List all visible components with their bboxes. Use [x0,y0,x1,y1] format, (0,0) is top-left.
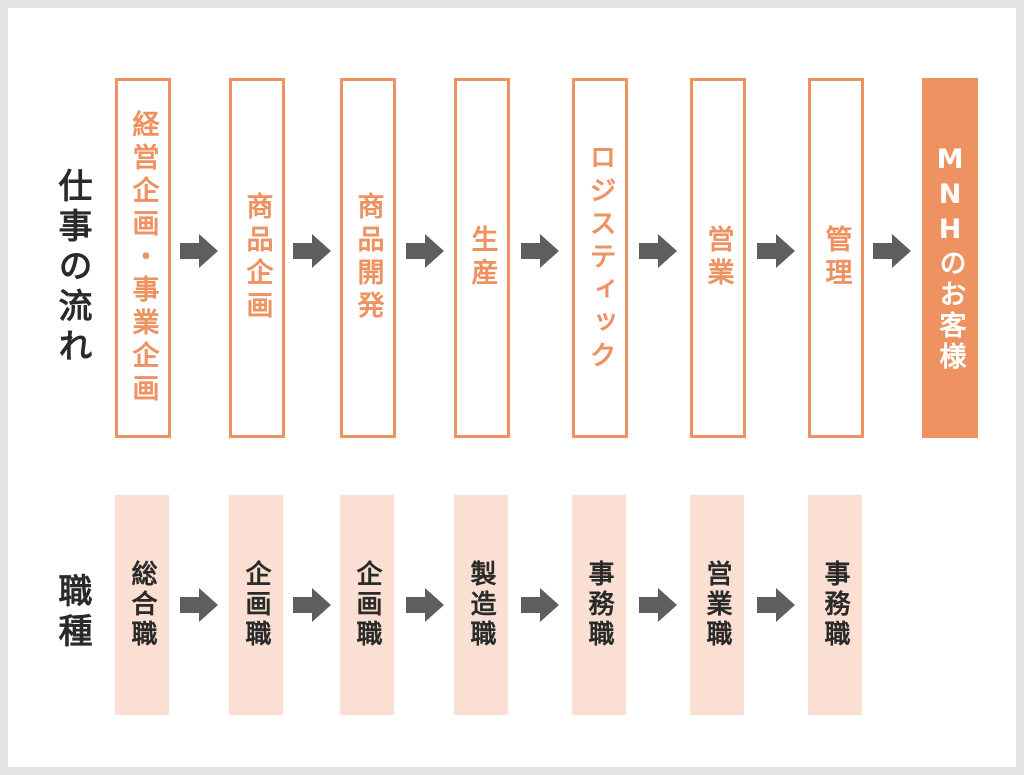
job-label: 事務職 [820,560,850,650]
flow-step-production: 生産 [454,78,510,438]
arrow-right-icon [757,588,795,622]
flow-step-label: 生産 [466,225,498,291]
flow-step-product-planning: 商品企画 [229,78,285,438]
flow-step-label: 経営企画・事業企画 [127,109,159,407]
arrow-right-icon [406,234,444,268]
job-label: 製造職 [466,560,496,650]
flow-step-customers: MNHのお客様 [922,78,978,438]
job-label: 企画職 [352,560,382,650]
job-label: 総合職 [127,560,157,650]
flow-row-label: 仕事の流れ [52,168,92,368]
flow-step-sales: 営業 [690,78,746,438]
flow-step-label: MNHのお客様 [934,143,966,373]
flow-step-management-planning: 経営企画・事業企画 [115,78,171,438]
flow-step-label: 商品企画 [241,192,273,324]
job-label: 企画職 [241,560,271,650]
arrow-right-icon [180,588,218,622]
arrow-right-icon [293,234,331,268]
arrow-right-icon [521,588,559,622]
job-clerical: 事務職 [572,495,626,715]
job-label: 営業職 [702,560,732,650]
flow-step-label: 営業 [702,225,734,291]
arrow-right-icon [639,234,677,268]
job-clerical: 事務職 [808,495,862,715]
job-planning: 企画職 [340,495,394,715]
flow-step-product-development: 商品開発 [340,78,396,438]
job-manufacturing: 製造職 [454,495,508,715]
arrow-right-icon [757,234,795,268]
arrow-right-icon [639,588,677,622]
flow-step-label: 管理 [820,225,852,291]
flow-step-administration: 管理 [808,78,864,438]
flow-step-label: 商品開発 [352,192,384,324]
flow-step-logistics: ロジスティック [572,78,628,438]
job-general: 総合職 [115,495,169,715]
job-planning: 企画職 [229,495,283,715]
job-label: 事務職 [584,560,614,650]
jobs-row-label: 職種 [52,573,92,653]
arrow-right-icon [521,234,559,268]
arrow-right-icon [180,234,218,268]
flow-step-label: ロジスティック [584,142,616,374]
job-sales: 営業職 [690,495,744,715]
arrow-right-icon [873,234,911,268]
arrow-right-icon [293,588,331,622]
arrow-right-icon [406,588,444,622]
